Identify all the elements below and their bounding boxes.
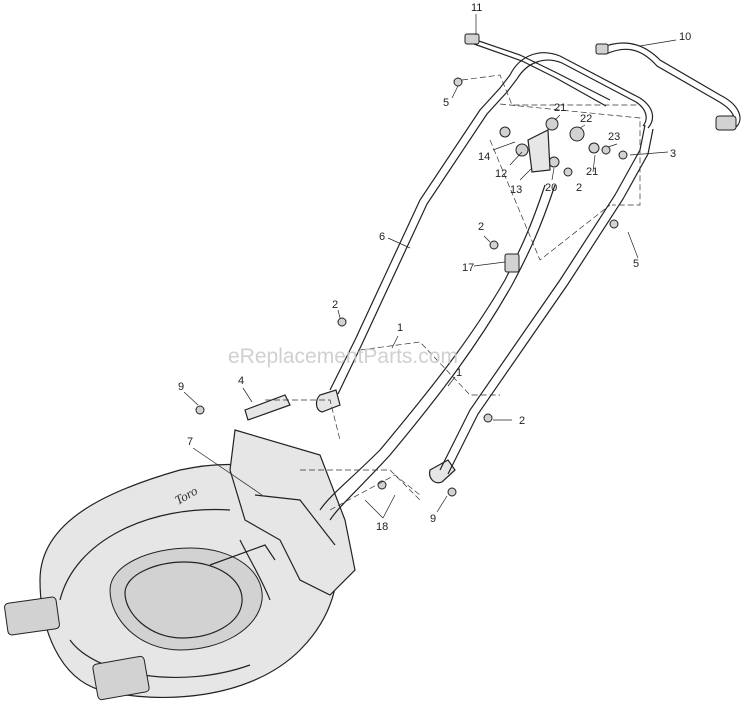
watermark: eReplacementParts.com — [228, 345, 458, 368]
callout-21-top: 21 — [554, 102, 566, 114]
leader-lines — [183, 14, 677, 519]
handle-brackets — [244, 389, 456, 484]
callout-1-left: 1 — [397, 322, 403, 334]
callout-22: 22 — [580, 113, 592, 125]
callout-6: 6 — [379, 231, 385, 243]
callout-9-right: 9 — [430, 513, 436, 525]
callout-3: 3 — [670, 148, 676, 160]
callouts: 11 10 5 21 22 23 3 14 12 13 20 2 21 6 2 … — [178, 2, 691, 533]
upper-handle — [464, 33, 741, 131]
hardware — [195, 77, 628, 497]
callout-12: 12 — [495, 168, 507, 180]
callout-21-bottom: 21 — [586, 166, 598, 178]
callout-13: 13 — [510, 184, 522, 196]
callout-4: 4 — [238, 375, 244, 387]
mower-deck: Toro — [4, 429, 356, 701]
callout-18: 18 — [376, 521, 388, 533]
lower-handle — [329, 74, 654, 475]
callout-7: 7 — [187, 436, 193, 448]
callout-20: 20 — [545, 182, 557, 194]
control-cables — [319, 184, 556, 521]
callout-2-right: 2 — [519, 415, 525, 427]
callout-1-right: 1 — [456, 367, 462, 379]
callout-9-left: 9 — [178, 381, 184, 393]
callout-5-top: 5 — [443, 97, 449, 109]
callout-5-right: 5 — [633, 258, 639, 270]
callout-11: 11 — [471, 2, 482, 14]
callout-2-top: 2 — [576, 182, 582, 194]
callout-17: 17 — [462, 262, 474, 274]
callout-2-left: 2 — [332, 299, 338, 311]
callout-23: 23 — [608, 131, 620, 143]
callout-10: 10 — [679, 31, 691, 43]
callout-2-cable: 2 — [478, 221, 484, 233]
callout-14: 14 — [478, 151, 490, 163]
assembly-guides — [265, 74, 641, 511]
